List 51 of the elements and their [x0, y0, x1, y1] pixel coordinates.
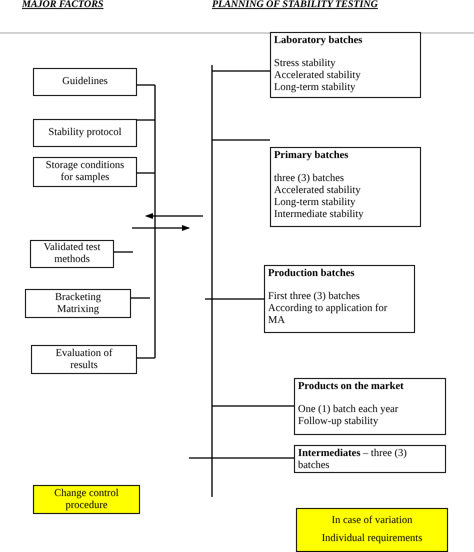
box-heading: Products on the market	[298, 381, 405, 393]
text-box	[270, 147, 421, 227]
text-box	[264, 265, 415, 333]
box-text: Intermediates – three (3) batches	[298, 448, 408, 472]
connector-line	[212, 139, 270, 141]
box-text: Individual requirements	[322, 533, 422, 545]
text-box	[294, 378, 446, 435]
section-heading: MAJOR FACTORS	[22, 0, 104, 10]
highlight-box	[296, 508, 448, 552]
text-box	[33, 157, 137, 187]
connector-line	[137, 84, 155, 86]
box-text: One (1) batch each year	[298, 404, 400, 416]
box-text: Long-term stability	[274, 197, 356, 209]
connector-line	[137, 119, 155, 121]
box-text: Evaluation of results	[54, 348, 114, 372]
box-text: Change control procedure	[53, 488, 120, 512]
connector-line	[131, 297, 150, 299]
box-text: Intermediate stability	[274, 209, 365, 221]
box-text: Accelerated stability	[274, 185, 362, 197]
connector-line	[212, 405, 294, 407]
box-text: Follow-up stability	[298, 416, 380, 428]
box-text: Bracketing Matrixing	[54, 292, 102, 316]
box-text: Long-term stability	[274, 82, 356, 94]
text-box	[33, 68, 137, 96]
box-text: Storage conditions for samples	[44, 160, 126, 184]
connector-line	[205, 298, 264, 300]
box-text: In case of variation	[332, 515, 412, 527]
box-heading: Production batches	[268, 268, 356, 280]
box-text: Validated test methods	[42, 242, 102, 266]
box-text: Stress stability	[274, 58, 337, 70]
box-text: First three (3) batches	[268, 291, 361, 303]
box-heading: Primary batches	[274, 150, 350, 162]
connector-line	[212, 70, 270, 72]
connector-line	[137, 357, 155, 359]
connector-line	[137, 172, 155, 174]
connector-line	[114, 251, 133, 253]
section-heading: PLANNING OF STABILITY TESTING	[212, 0, 378, 10]
text-box	[30, 240, 114, 268]
box-text: Accelerated stability	[274, 70, 362, 82]
box-text: Guidelines	[62, 76, 108, 88]
text-box	[25, 289, 131, 318]
highlight-box	[33, 485, 140, 514]
box-text: According to application for MA	[268, 303, 388, 327]
text-box	[31, 345, 137, 374]
box-text: Stability protocol	[48, 127, 122, 139]
box-heading: Laboratory batches	[274, 35, 364, 47]
text-box	[270, 32, 421, 98]
box-text: three (3) batches	[274, 173, 345, 185]
connector-line	[189, 457, 294, 459]
text-box	[33, 119, 137, 147]
text-box	[294, 445, 446, 473]
